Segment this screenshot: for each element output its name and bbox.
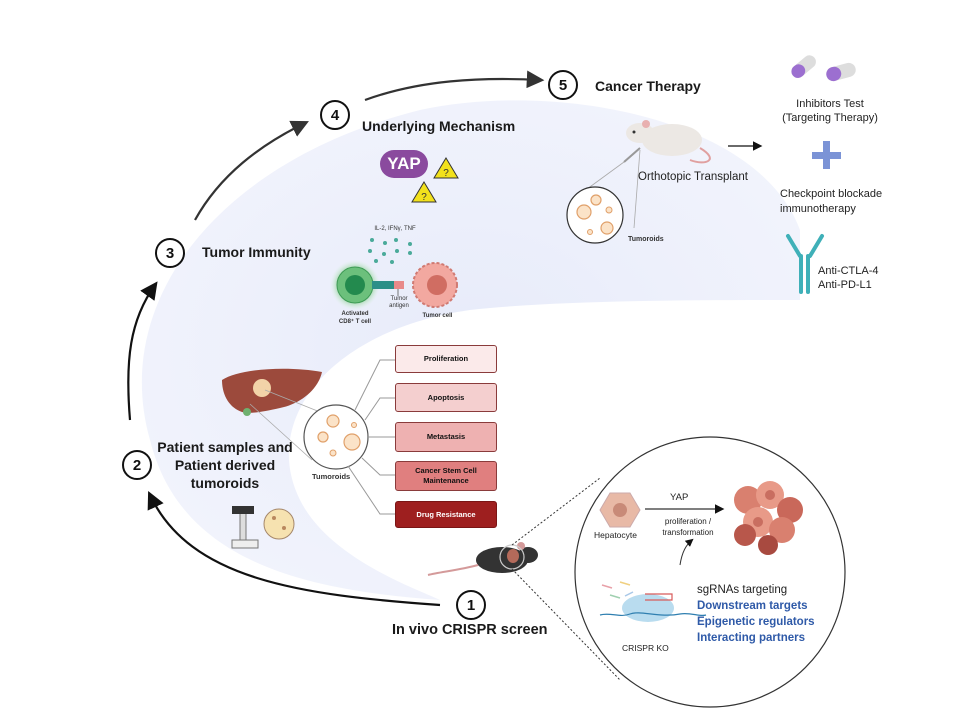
warning-icon: ? — [411, 181, 437, 203]
antigen-label-line: Tumor — [390, 296, 408, 302]
step-4-title: Underlying Mechanism — [362, 118, 516, 134]
svg-text:?: ? — [443, 168, 449, 179]
antigen-label-line: antigen — [389, 303, 409, 309]
plus-icon — [812, 141, 841, 169]
phenotype-box-proliferation: Proliferation — [395, 345, 497, 373]
transplant-tumoroids-label: Tumoroids — [628, 236, 664, 243]
background-wash — [141, 100, 801, 600]
warning-icon: ? — [433, 157, 459, 179]
t-cell-label: Activated CD8⁺ T cell — [330, 310, 380, 326]
step-5-title: Cancer Therapy — [595, 78, 701, 94]
process-label: proliferation / transformation — [648, 516, 728, 538]
antibody-label-line: Anti-PD-L1 — [818, 279, 872, 291]
cytokine-dots — [368, 238, 412, 264]
tcr-antigen-icon — [372, 281, 404, 296]
hepatocyte-icon — [599, 492, 641, 528]
step-3-title: Tumor Immunity — [202, 244, 311, 260]
step-3-badge: 3 — [155, 238, 185, 268]
step-1-badge: 1 — [456, 590, 486, 620]
phenotype-box-line: Maintenance — [423, 476, 469, 485]
transplant-label: Orthotopic Transplant — [638, 171, 748, 183]
phenotype-box-cancer-stem-cell: Cancer Stem Cell Maintenance — [395, 461, 497, 491]
liver-icon — [222, 368, 322, 416]
step-2-title-line: Patient samples and — [157, 439, 293, 455]
checkpoint-label-line: immunotherapy — [780, 203, 856, 215]
step-1-title: In vivo CRISPR screen — [392, 622, 548, 638]
phenotype-box-apoptosis: Apoptosis — [395, 383, 497, 412]
arrow-1-to-2 — [147, 491, 441, 607]
sgrna-target: Downstream targets — [697, 600, 808, 612]
inhibitors-label-line: Inhibitors Test — [796, 98, 864, 110]
sgrna-heading: sgRNAs targeting — [697, 584, 788, 596]
step-2-title-line: Patient derived — [174, 457, 276, 473]
phenotype-connectors — [347, 359, 395, 515]
tumoroids-zoom-circle — [303, 404, 369, 470]
transplant-tumoroids-circle — [566, 186, 624, 244]
t-cell-icon — [330, 260, 380, 310]
black-mouse-icon — [427, 542, 538, 576]
t-cell-label-line: CD8⁺ T cell — [338, 319, 372, 325]
antibody-label-line: Anti-CTLA-4 — [818, 265, 879, 277]
microscope-icon — [231, 506, 295, 549]
yap-arrow-label: YAP — [670, 492, 689, 503]
sgrna-target-list: Downstream targets Epigenetic regulators… — [697, 598, 815, 646]
antibody-icon — [786, 234, 824, 294]
tumor-cell-icon — [412, 262, 458, 308]
step-4-badge: 4 — [320, 100, 350, 130]
hepatocyte-label: Hepatocyte — [594, 530, 637, 540]
crispr-ko-icon — [599, 581, 707, 622]
process-label-line: transformation — [662, 528, 714, 537]
step-5-badge: 5 — [548, 70, 578, 100]
step-2-title-line: tumoroids — [190, 475, 260, 491]
t-cell-label-line: Activated — [341, 311, 369, 317]
crispr-ko-label: CRISPR KO — [622, 643, 669, 653]
antibodies-label: Anti-CTLA-4 Anti-PD-L1 — [818, 264, 879, 292]
yap-badge: YAP — [380, 150, 428, 178]
pill-icon — [791, 55, 856, 82]
process-label-line: proliferation / — [664, 517, 712, 526]
step-2-badge: 2 — [122, 450, 152, 480]
inhibitors-label-line: (Targeting Therapy) — [782, 112, 878, 124]
phenotype-box-drug-resistance: Drug Resistance — [395, 501, 497, 528]
svg-text:?: ? — [421, 192, 427, 203]
antigen-label: Tumor antigen — [385, 296, 413, 310]
cytokines-label: IL-2, IFNγ, TNF — [374, 226, 416, 232]
sgrna-target: Epigenetic regulators — [697, 616, 815, 628]
tumoroids-label: Tumoroids — [312, 472, 351, 481]
checkpoint-label: Checkpoint blockade immunotherapy — [780, 187, 882, 217]
arrow-3-to-4 — [194, 120, 309, 221]
white-mouse-icon — [623, 120, 711, 164]
crispr-zoom-circle — [574, 436, 846, 708]
phenotype-box-metastasis: Metastasis — [395, 422, 497, 452]
tumor-cell-label: Tumor cell — [422, 313, 453, 319]
sgrna-target: Interacting partners — [697, 632, 805, 644]
step-2-title: Patient samples and Patient derived tumo… — [155, 438, 295, 492]
inhibitors-label: Inhibitors Test (Targeting Therapy) — [770, 97, 890, 125]
tumor-cluster-icon — [734, 481, 803, 555]
phenotype-box-line: Cancer Stem Cell — [415, 466, 477, 475]
arrow-2-to-3 — [127, 281, 158, 421]
checkpoint-label-line: Checkpoint blockade — [780, 188, 883, 200]
arrow-4-to-5 — [364, 70, 545, 102]
